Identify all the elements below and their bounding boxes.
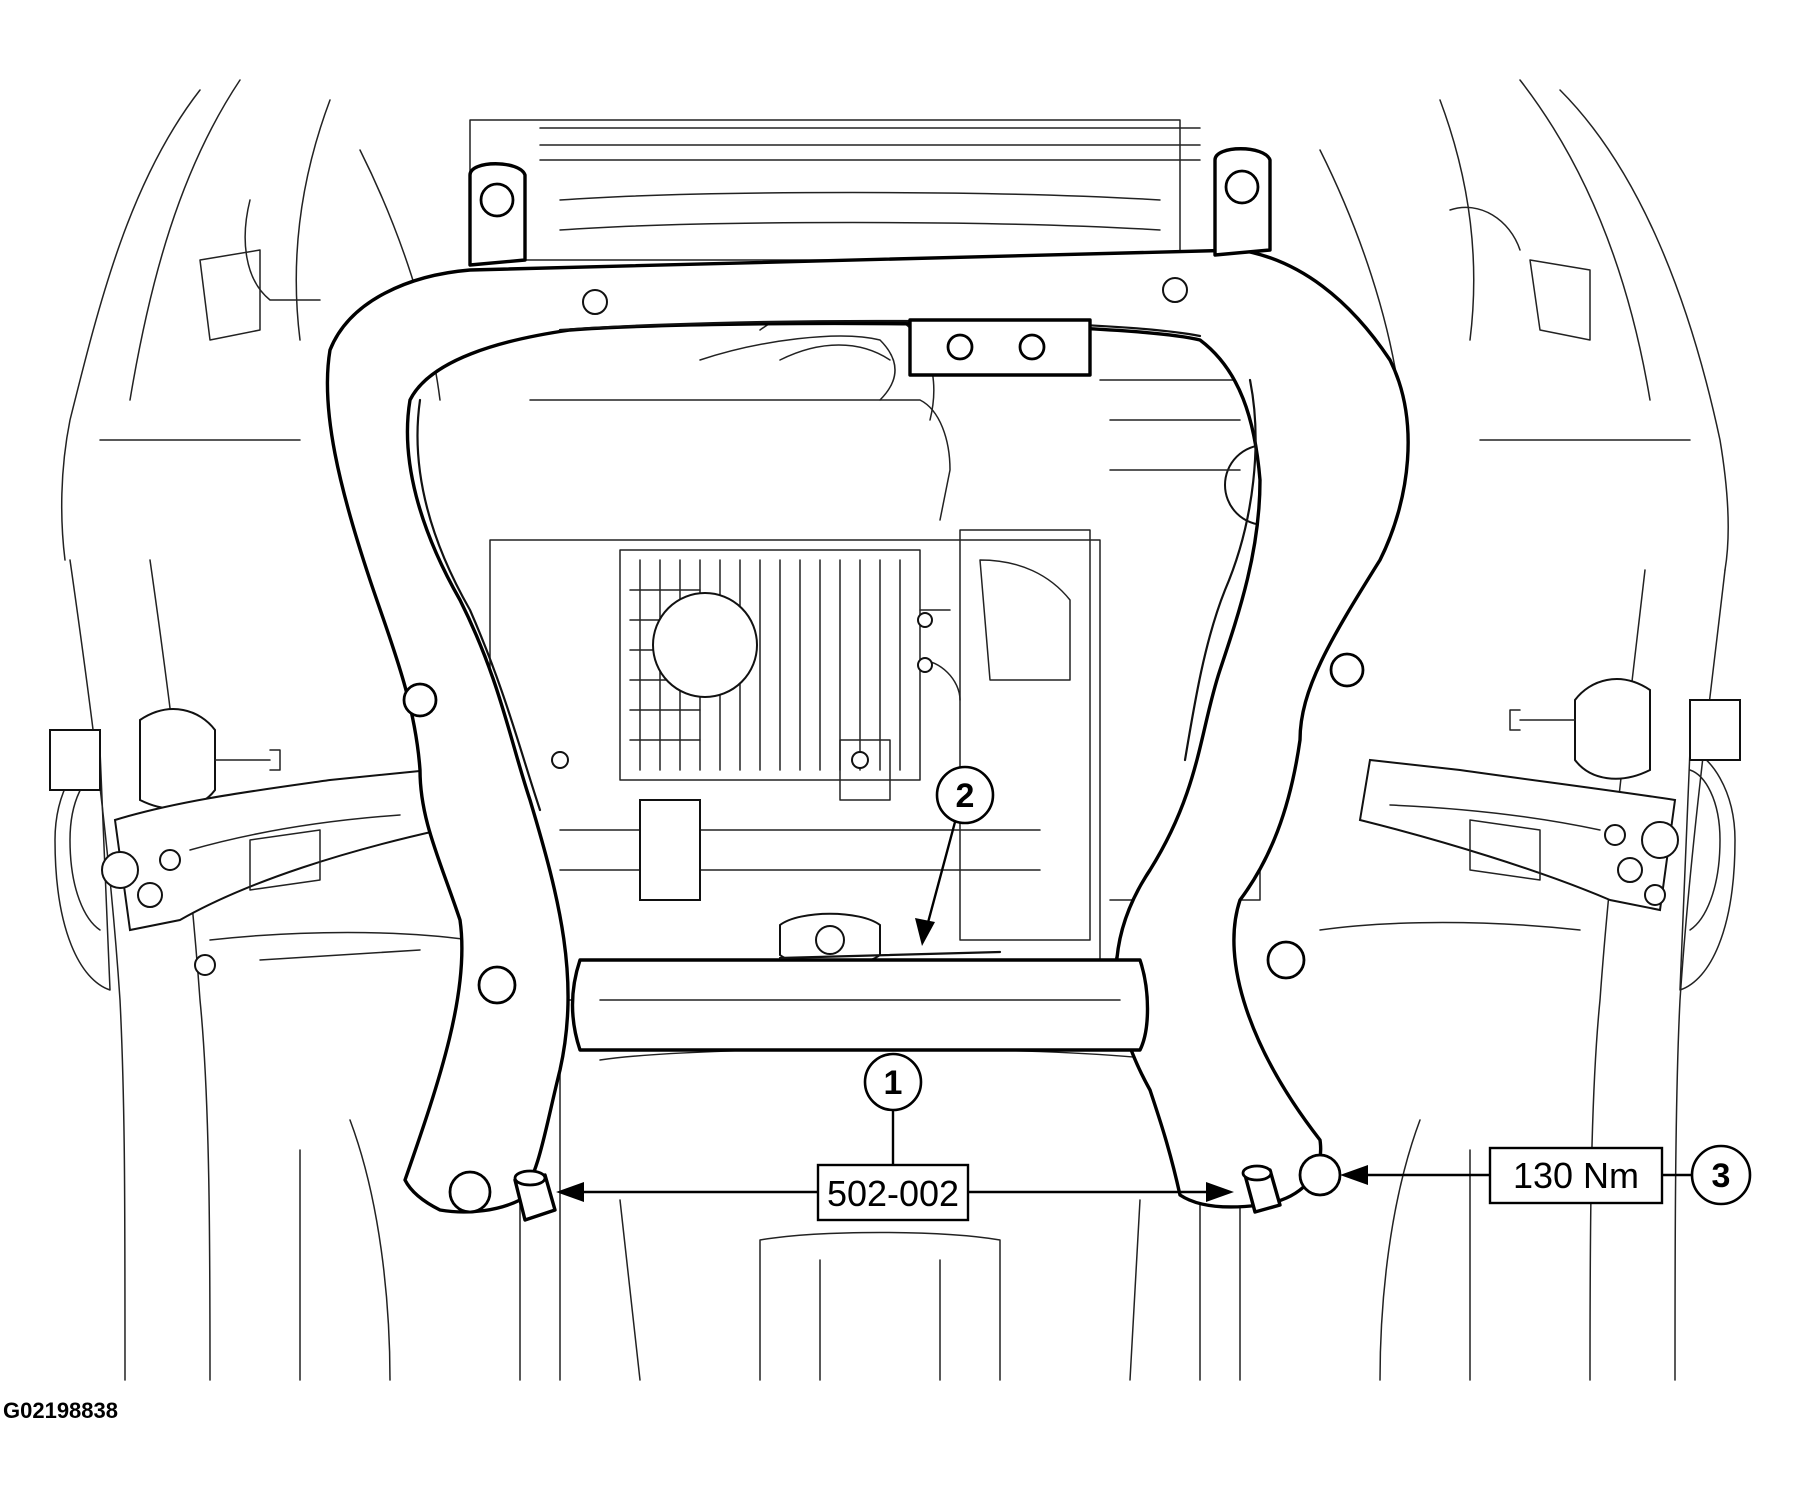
alignment-pin-right bbox=[1241, 1164, 1282, 1214]
callout-3: 130 Nm 3 bbox=[1340, 1144, 1752, 1206]
torque-label-box bbox=[1488, 1146, 1664, 1205]
callout-3-number: 3 bbox=[1712, 1157, 1731, 1195]
callout-3-marker bbox=[1690, 1144, 1752, 1206]
callout-1: 1 502-002 bbox=[556, 1052, 1234, 1222]
torque-spec-label: 130 Nm bbox=[1513, 1155, 1639, 1196]
callout-2: 2 bbox=[778, 765, 1002, 960]
front-subframe bbox=[325, 147, 1410, 1222]
callout-2-marker bbox=[935, 765, 995, 825]
figure-id: G02198838 bbox=[3, 1398, 118, 1423]
vehicle-underbody-linework bbox=[60, 79, 1730, 1381]
tool-label-box bbox=[816, 1163, 970, 1222]
callout-1-number: 1 bbox=[884, 1064, 903, 1102]
tool-number-label: 502-002 bbox=[827, 1173, 959, 1214]
suspension-left bbox=[49, 708, 471, 991]
suspension-right bbox=[1319, 678, 1741, 991]
alignment-pin-left bbox=[513, 1169, 557, 1222]
callout-1-marker bbox=[863, 1052, 923, 1112]
callout-2-number: 2 bbox=[956, 777, 975, 815]
